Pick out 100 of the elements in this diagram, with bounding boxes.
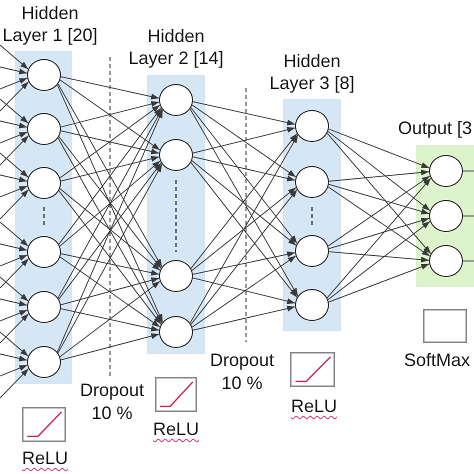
arrow (58, 136, 162, 269)
arrow (191, 160, 297, 246)
arrow (56, 109, 164, 353)
arrow (0, 244, 28, 252)
arrow (192, 277, 296, 304)
arrow (192, 306, 296, 331)
arrow (192, 104, 296, 178)
arrow (192, 126, 296, 154)
activation-label: ReLU (290, 395, 338, 418)
arrow (192, 255, 296, 328)
arrow (0, 310, 28, 322)
arrow (0, 152, 29, 178)
arrow (0, 222, 29, 247)
arrow (0, 81, 29, 112)
layer-heading: Hidden Layer 2 [14] (127, 25, 225, 69)
arrow (60, 101, 160, 128)
neuron-circle (27, 59, 61, 91)
neuron-circle (295, 289, 329, 321)
arrow (58, 108, 162, 298)
layer-heading: Hidden Layer 3 [8] (268, 50, 356, 94)
arrow (60, 277, 160, 306)
arrow (328, 128, 430, 168)
arrow (328, 220, 430, 300)
neuron-circle (295, 235, 329, 267)
arrow (0, 78, 28, 90)
arrow (0, 189, 29, 220)
arrow (328, 130, 430, 212)
neuron-circle (27, 291, 61, 323)
arrow (60, 76, 160, 100)
arrow (328, 176, 430, 246)
arrow (190, 107, 298, 244)
arrow (0, 364, 28, 376)
arrow (58, 190, 162, 325)
arrow (326, 178, 432, 298)
arrow (60, 104, 160, 178)
arrow (190, 162, 298, 298)
arrow (0, 66, 28, 74)
arrow (190, 134, 298, 324)
arrow (328, 186, 430, 257)
arrow (60, 256, 160, 328)
arrow (0, 276, 29, 302)
arrow (328, 251, 430, 263)
arrow (0, 354, 28, 362)
arrow (60, 80, 160, 150)
arrow (58, 84, 162, 268)
neuron-circle (429, 200, 463, 232)
arrow (0, 135, 29, 166)
neuron-circle (27, 236, 61, 268)
neuron-circle (159, 139, 193, 171)
dropout-label: Dropout 10 % (78, 379, 146, 425)
neuron-circle (295, 166, 329, 198)
arrow (60, 130, 160, 154)
arrow (60, 156, 160, 182)
dropout-label: Dropout 10 % (208, 349, 276, 395)
arrow (190, 108, 298, 297)
arrow (60, 253, 160, 276)
arrow (0, 298, 28, 306)
arrow (58, 138, 162, 324)
arrow (0, 186, 28, 198)
arrow (0, 174, 28, 182)
neuron-circle (429, 155, 463, 187)
arrow (0, 132, 28, 144)
activation-label: ReLU (20, 447, 70, 470)
arrow (326, 132, 432, 254)
neuron-circle (27, 167, 61, 199)
activation-label: SoftMax (402, 349, 472, 372)
connector-line (462, 170, 474, 172)
arrow (328, 184, 430, 214)
neuron-circle (27, 346, 61, 378)
layer-heading: Hidden Layer 1 [20] (1, 2, 99, 46)
arrow (58, 107, 162, 245)
neuron-circle (159, 84, 193, 116)
arrow (56, 84, 164, 323)
activation-label: ReLU (152, 418, 200, 441)
arrow (59, 160, 161, 247)
arrow (328, 263, 430, 303)
arrow (192, 101, 296, 126)
arrow (190, 133, 298, 269)
neuron-circle (27, 113, 61, 145)
arrow (0, 313, 29, 344)
arrow (58, 162, 162, 300)
arrow (192, 187, 296, 271)
neuron-circle (429, 245, 463, 277)
arrow (190, 189, 298, 325)
arrow (58, 164, 162, 354)
neuron-circle (295, 110, 329, 142)
arrow (0, 254, 28, 266)
connector-line (462, 260, 474, 262)
arrow (0, 120, 28, 128)
layer-heading: Output [3 (396, 117, 474, 139)
arrow (60, 333, 160, 360)
neuron-circle (159, 316, 193, 348)
arrow (0, 332, 29, 357)
arrow (328, 218, 430, 250)
arrow (0, 44, 29, 70)
arrow (328, 170, 430, 182)
arrow (0, 368, 29, 398)
arrow (192, 156, 296, 182)
arrow (60, 308, 160, 332)
arrow (0, 98, 29, 124)
